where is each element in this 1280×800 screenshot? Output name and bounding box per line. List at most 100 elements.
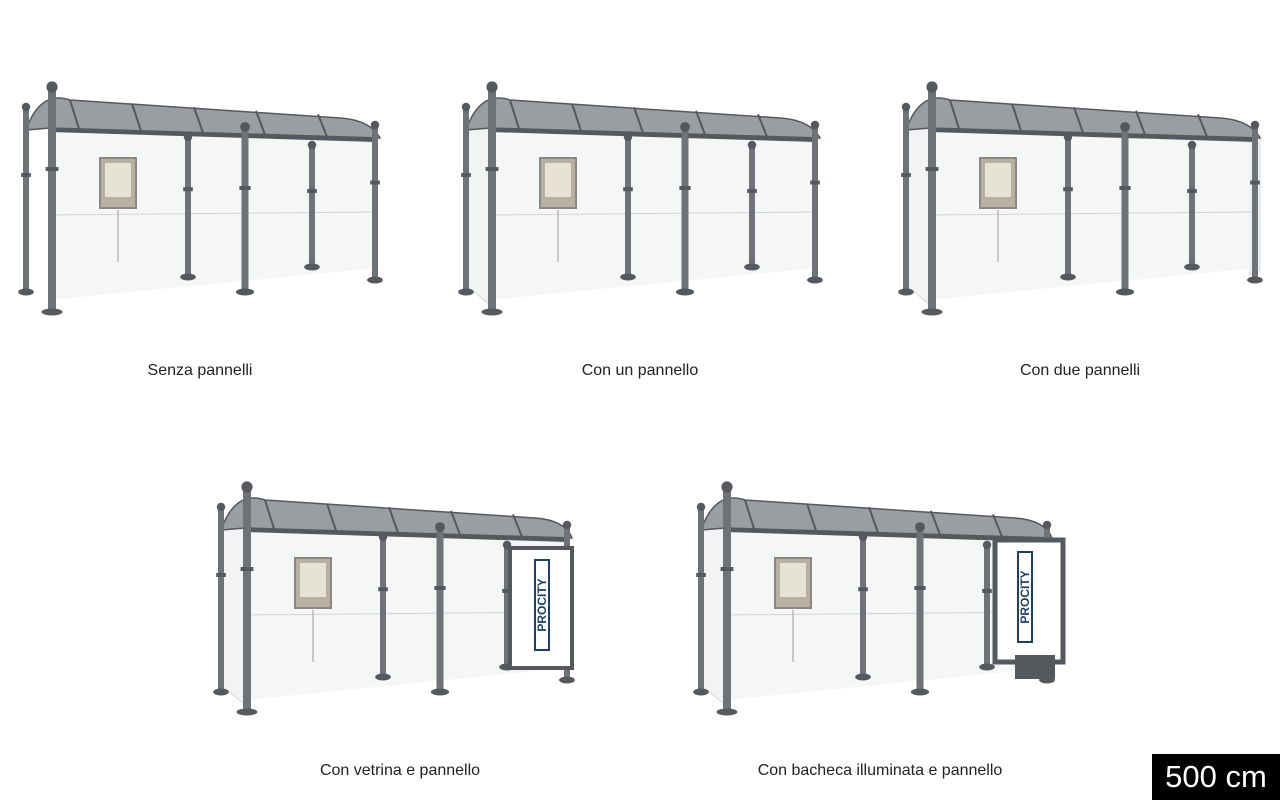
post-base [213, 688, 229, 696]
roof-rib [571, 103, 583, 135]
roof-rib [806, 503, 818, 535]
post-base [855, 673, 871, 681]
post [812, 128, 818, 278]
post-collar [485, 167, 499, 171]
post-collar [21, 173, 31, 177]
post-finial [901, 102, 911, 112]
shelter-con-due-pannelli [890, 0, 1280, 340]
post [380, 540, 386, 675]
post-base [367, 276, 383, 284]
brand-logo: PROCITY [1018, 570, 1032, 623]
post-base [1060, 273, 1076, 281]
post-collar [1119, 186, 1131, 190]
roof-rib [512, 514, 524, 540]
post-collar [1187, 188, 1197, 193]
post-base [481, 308, 503, 316]
post-collar [239, 186, 251, 190]
timetable-map [300, 563, 326, 597]
post-finial [562, 520, 572, 530]
post-finial [240, 122, 250, 132]
post [243, 490, 251, 710]
shelter-con-un-pannello [450, 0, 850, 340]
shelter-senza-pannelli [10, 0, 410, 340]
post-collar [982, 588, 992, 593]
roof-beam [929, 128, 1256, 142]
post-base [620, 273, 636, 281]
post [903, 110, 909, 290]
roof-rib [509, 99, 521, 133]
roof-rib [69, 99, 81, 133]
glass-strip [929, 211, 1256, 216]
brand-box [534, 559, 550, 651]
post-finial [378, 532, 388, 542]
post [1065, 140, 1071, 275]
post [698, 510, 704, 690]
glass-strip [489, 211, 816, 216]
post-collar [810, 180, 820, 185]
brand-box [1017, 551, 1033, 643]
post [625, 140, 631, 275]
post-collar [858, 587, 868, 592]
caption-con-vetrina-e-pannello: Con vetrina e pannello [319, 762, 481, 779]
post-collar [307, 188, 317, 193]
post-finial [680, 122, 690, 132]
post [1121, 130, 1129, 290]
post [372, 128, 378, 278]
glass-strip [49, 211, 376, 216]
shelter-image [18, 81, 383, 316]
shelter-con-bacheca-illuminata-e-pannello: PROCITY [685, 400, 1085, 740]
post-base [458, 288, 474, 296]
post-collar [696, 573, 706, 577]
post [681, 130, 689, 290]
roof-rib [930, 510, 942, 538]
post-base [559, 676, 575, 684]
roof-rib [388, 506, 400, 536]
post-finial [216, 502, 226, 512]
roof-rib [264, 499, 276, 533]
side-panel-left [465, 117, 491, 307]
post-collar [623, 187, 633, 192]
roof-rib [1011, 103, 1023, 135]
shelter-image: PROCITY [693, 481, 1066, 716]
post [504, 548, 510, 665]
post [218, 510, 224, 690]
post-collar [461, 173, 471, 177]
shelter-image [458, 81, 823, 316]
post-collar [240, 567, 254, 571]
post-collar [370, 180, 380, 185]
post-finial [696, 502, 706, 512]
roof-rib [992, 514, 1004, 540]
brand-logo: PROCITY [535, 578, 549, 631]
post-collar [45, 167, 59, 171]
post-collar [183, 187, 193, 192]
roof-rib [450, 510, 462, 538]
post-finial [623, 132, 633, 142]
post-base [921, 308, 943, 316]
shelter-image [898, 81, 1263, 316]
roof-rib [317, 114, 329, 140]
post-collar [434, 586, 446, 590]
post-base [744, 263, 760, 271]
post-finial [183, 132, 193, 142]
roof-rib [744, 499, 756, 533]
timetable-map [545, 163, 571, 197]
illuminated-board-base [1015, 655, 1055, 679]
post [185, 140, 191, 275]
roof-beam [49, 128, 376, 142]
caption-con-bacheca-illuminata-e-pannello: Con bacheca illuminata e pannello [757, 762, 1003, 779]
post-base [1115, 288, 1135, 296]
side-panel-left [700, 517, 726, 707]
post-base [430, 688, 450, 696]
post-base [375, 673, 391, 681]
caption-senza-pannelli: Senza pannelli [147, 362, 253, 379]
post-base [180, 273, 196, 281]
post-base [235, 288, 255, 296]
timetable-map [780, 563, 806, 597]
roof-rib [695, 110, 707, 138]
post [1252, 128, 1258, 278]
post-base [898, 288, 914, 296]
post-collar [720, 567, 734, 571]
post-finial [915, 522, 925, 532]
size-badge: 500 cm [1152, 754, 1280, 800]
roof-rib [1197, 114, 1209, 140]
